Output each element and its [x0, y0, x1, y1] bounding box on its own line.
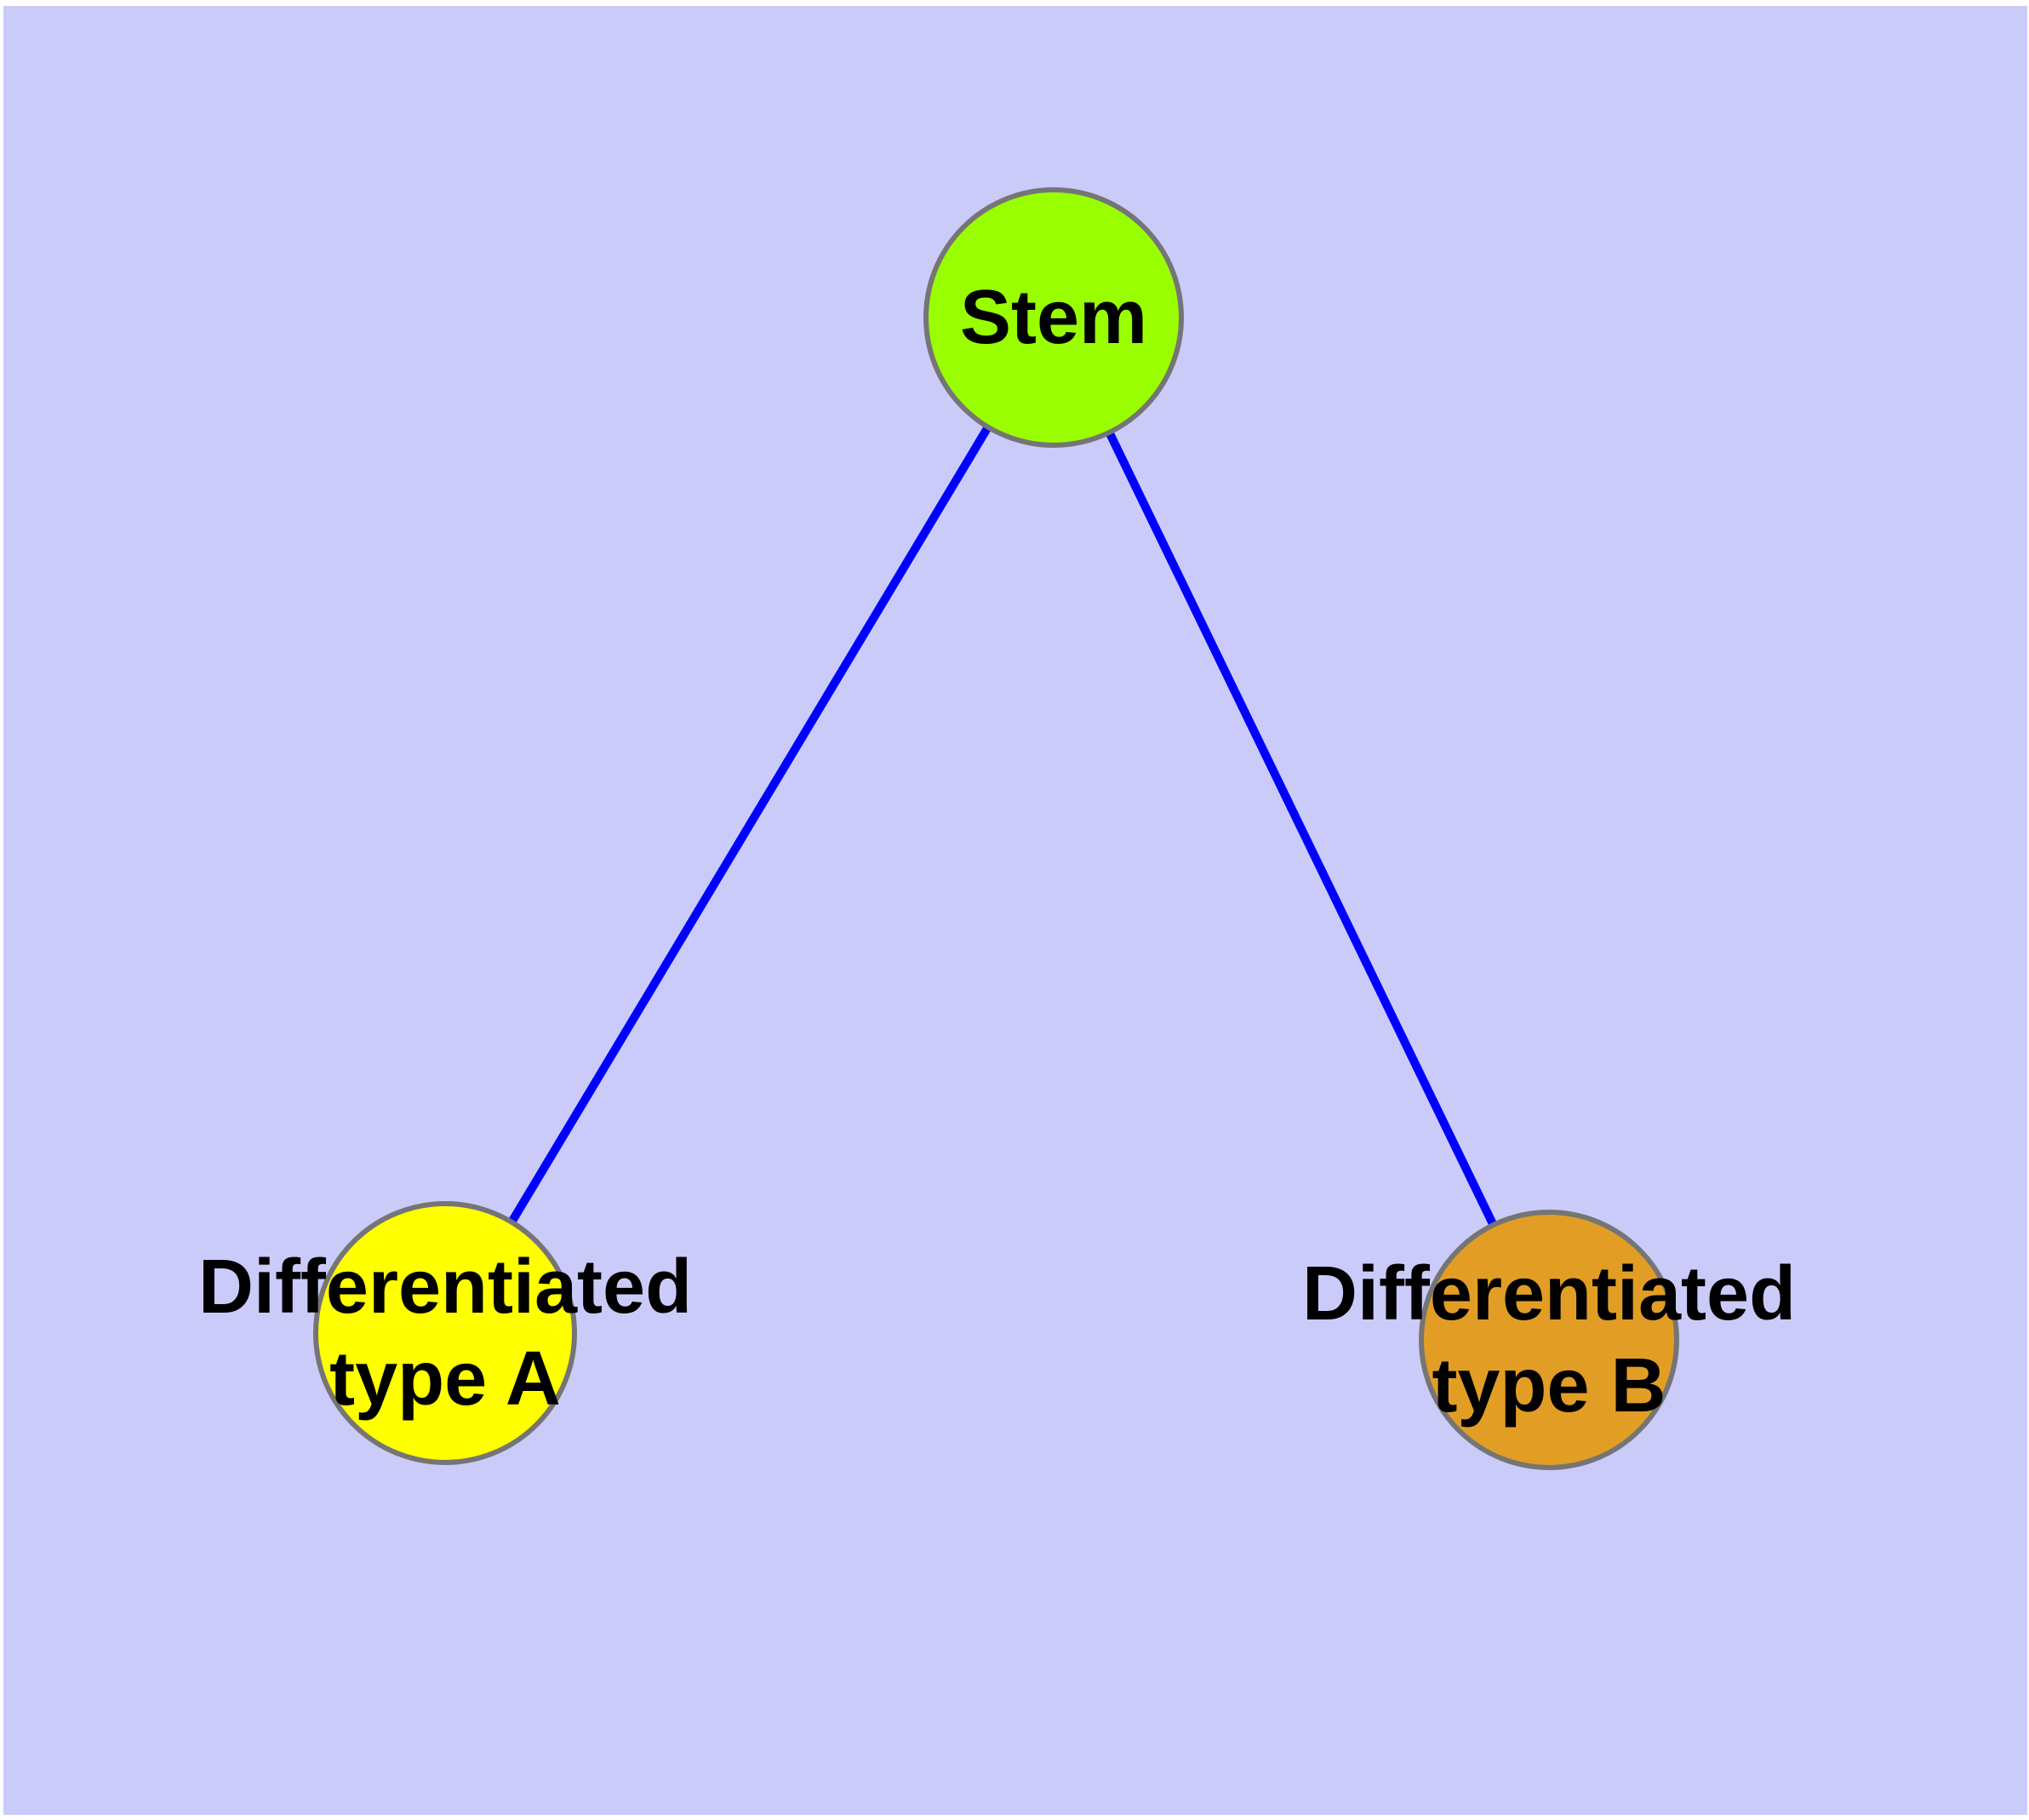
node-circle-stem — [923, 187, 1184, 448]
edge-stem-typeB — [1049, 315, 1553, 1342]
edge-stem-typeA — [441, 315, 1058, 1336]
node-circle-typeA — [313, 1201, 577, 1465]
node-circle-typeB — [1419, 1210, 1679, 1470]
